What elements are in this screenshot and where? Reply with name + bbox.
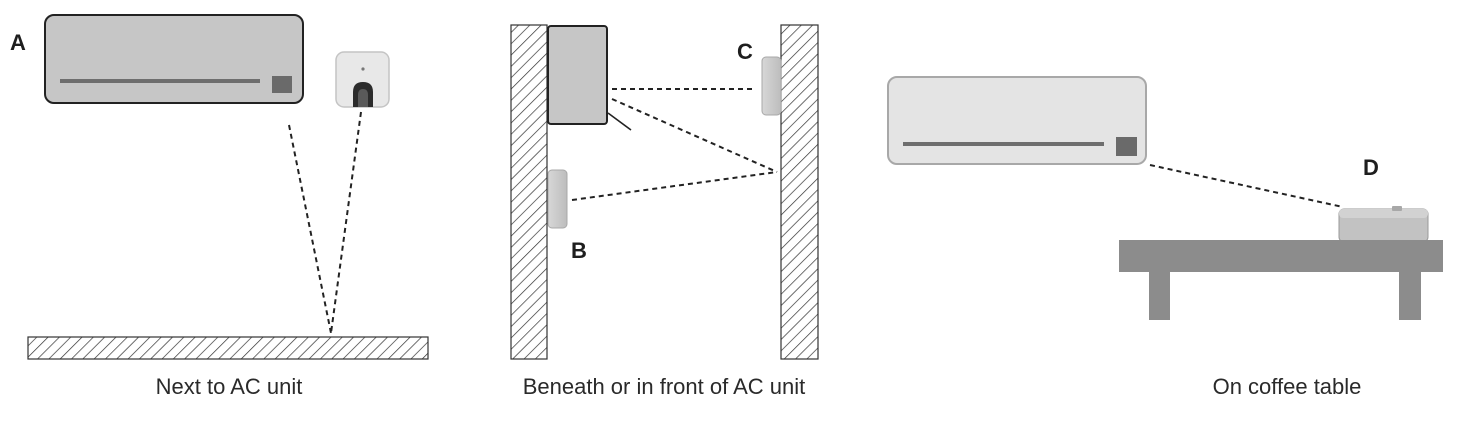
marker-d: D [1363, 155, 1379, 180]
remote-sensor-a [335, 51, 390, 108]
caption-beneath-ac: Beneath or in front of AC unit [523, 374, 806, 399]
ac-unit-a [44, 14, 304, 104]
ac-unit-d [887, 76, 1147, 165]
marker-a: A [10, 30, 26, 55]
remote-sensor-b [547, 169, 568, 229]
signal-lines-bc [571, 88, 778, 201]
signal-line-d [1149, 164, 1344, 208]
signal-lines-a [288, 111, 362, 334]
marker-c: C [737, 39, 753, 64]
panel-coffee-table: D On coffee table [887, 76, 1443, 399]
left-wall [510, 24, 548, 360]
remote-sensor-d [1338, 206, 1429, 243]
caption-coffee-table: On coffee table [1213, 374, 1362, 399]
panel-next-to-ac: A Next to AC unit [10, 14, 429, 399]
panel-beneath-ac: C B Beneath or in front of AC unit [510, 24, 819, 399]
marker-b: B [571, 238, 587, 263]
remote-sensor-c [761, 56, 782, 116]
caption-next-to-ac: Next to AC unit [156, 374, 303, 399]
ac-unit-side-view [547, 25, 632, 131]
floor [27, 336, 429, 360]
coffee-table [1119, 240, 1443, 320]
right-wall [780, 24, 819, 360]
